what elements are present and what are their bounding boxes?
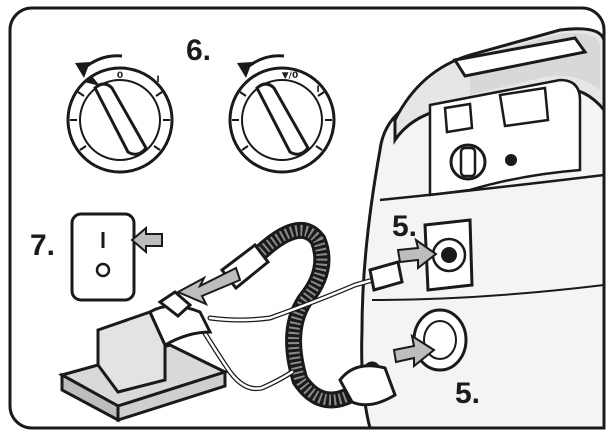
dial-right-group: ▼/0 I <box>228 54 336 174</box>
body-seam <box>379 173 605 202</box>
hose-cuff-vacuum <box>338 364 397 407</box>
latch-clip <box>498 86 550 128</box>
dial-left-group: 0 I <box>66 54 174 174</box>
latch-clip-left <box>443 102 474 134</box>
rotate-arrowhead-left <box>75 62 90 78</box>
carry-handle <box>452 36 588 78</box>
dial-right-mark-on: I <box>316 85 319 95</box>
power-cable <box>195 260 404 392</box>
rotate-arrowhead-right <box>237 62 252 78</box>
arrow-to-tool <box>175 266 242 306</box>
dial-right-grip <box>255 82 310 156</box>
dial-left-mark-on: I <box>156 75 159 85</box>
power-plug <box>368 260 404 292</box>
sander-pad-front <box>116 369 227 423</box>
step-label-socket: 5. <box>392 210 417 243</box>
instruction-arrows <box>175 237 438 369</box>
sander-dust-outlet <box>157 290 193 318</box>
electric-sander <box>58 290 230 423</box>
step-label-inlet: 5. <box>455 377 480 410</box>
indicator-light <box>505 154 517 166</box>
body-knob-grip <box>459 146 477 178</box>
vacuum-cleaner <box>360 27 606 430</box>
pointer-triangle-left <box>84 76 100 86</box>
step-label-switch: 7. <box>30 229 55 262</box>
body-seam-lower <box>371 284 605 301</box>
cable-loop-fill <box>196 320 294 390</box>
dial-left-mark-0: 0 <box>117 71 123 81</box>
dial-right-mark-0: ▼/0 <box>282 71 298 81</box>
power-tool-switch: I O <box>70 212 163 302</box>
arrow-to-inlet <box>392 333 436 369</box>
dial-left-grip <box>93 82 148 156</box>
suction-hose <box>219 222 397 409</box>
socket-contacts <box>441 247 457 263</box>
switch-arrow <box>130 225 163 255</box>
switch-housing <box>70 212 136 302</box>
arrow-to-socket <box>396 237 438 271</box>
switch-off-mark <box>95 262 111 278</box>
step-label-dials: 6. <box>186 34 211 67</box>
